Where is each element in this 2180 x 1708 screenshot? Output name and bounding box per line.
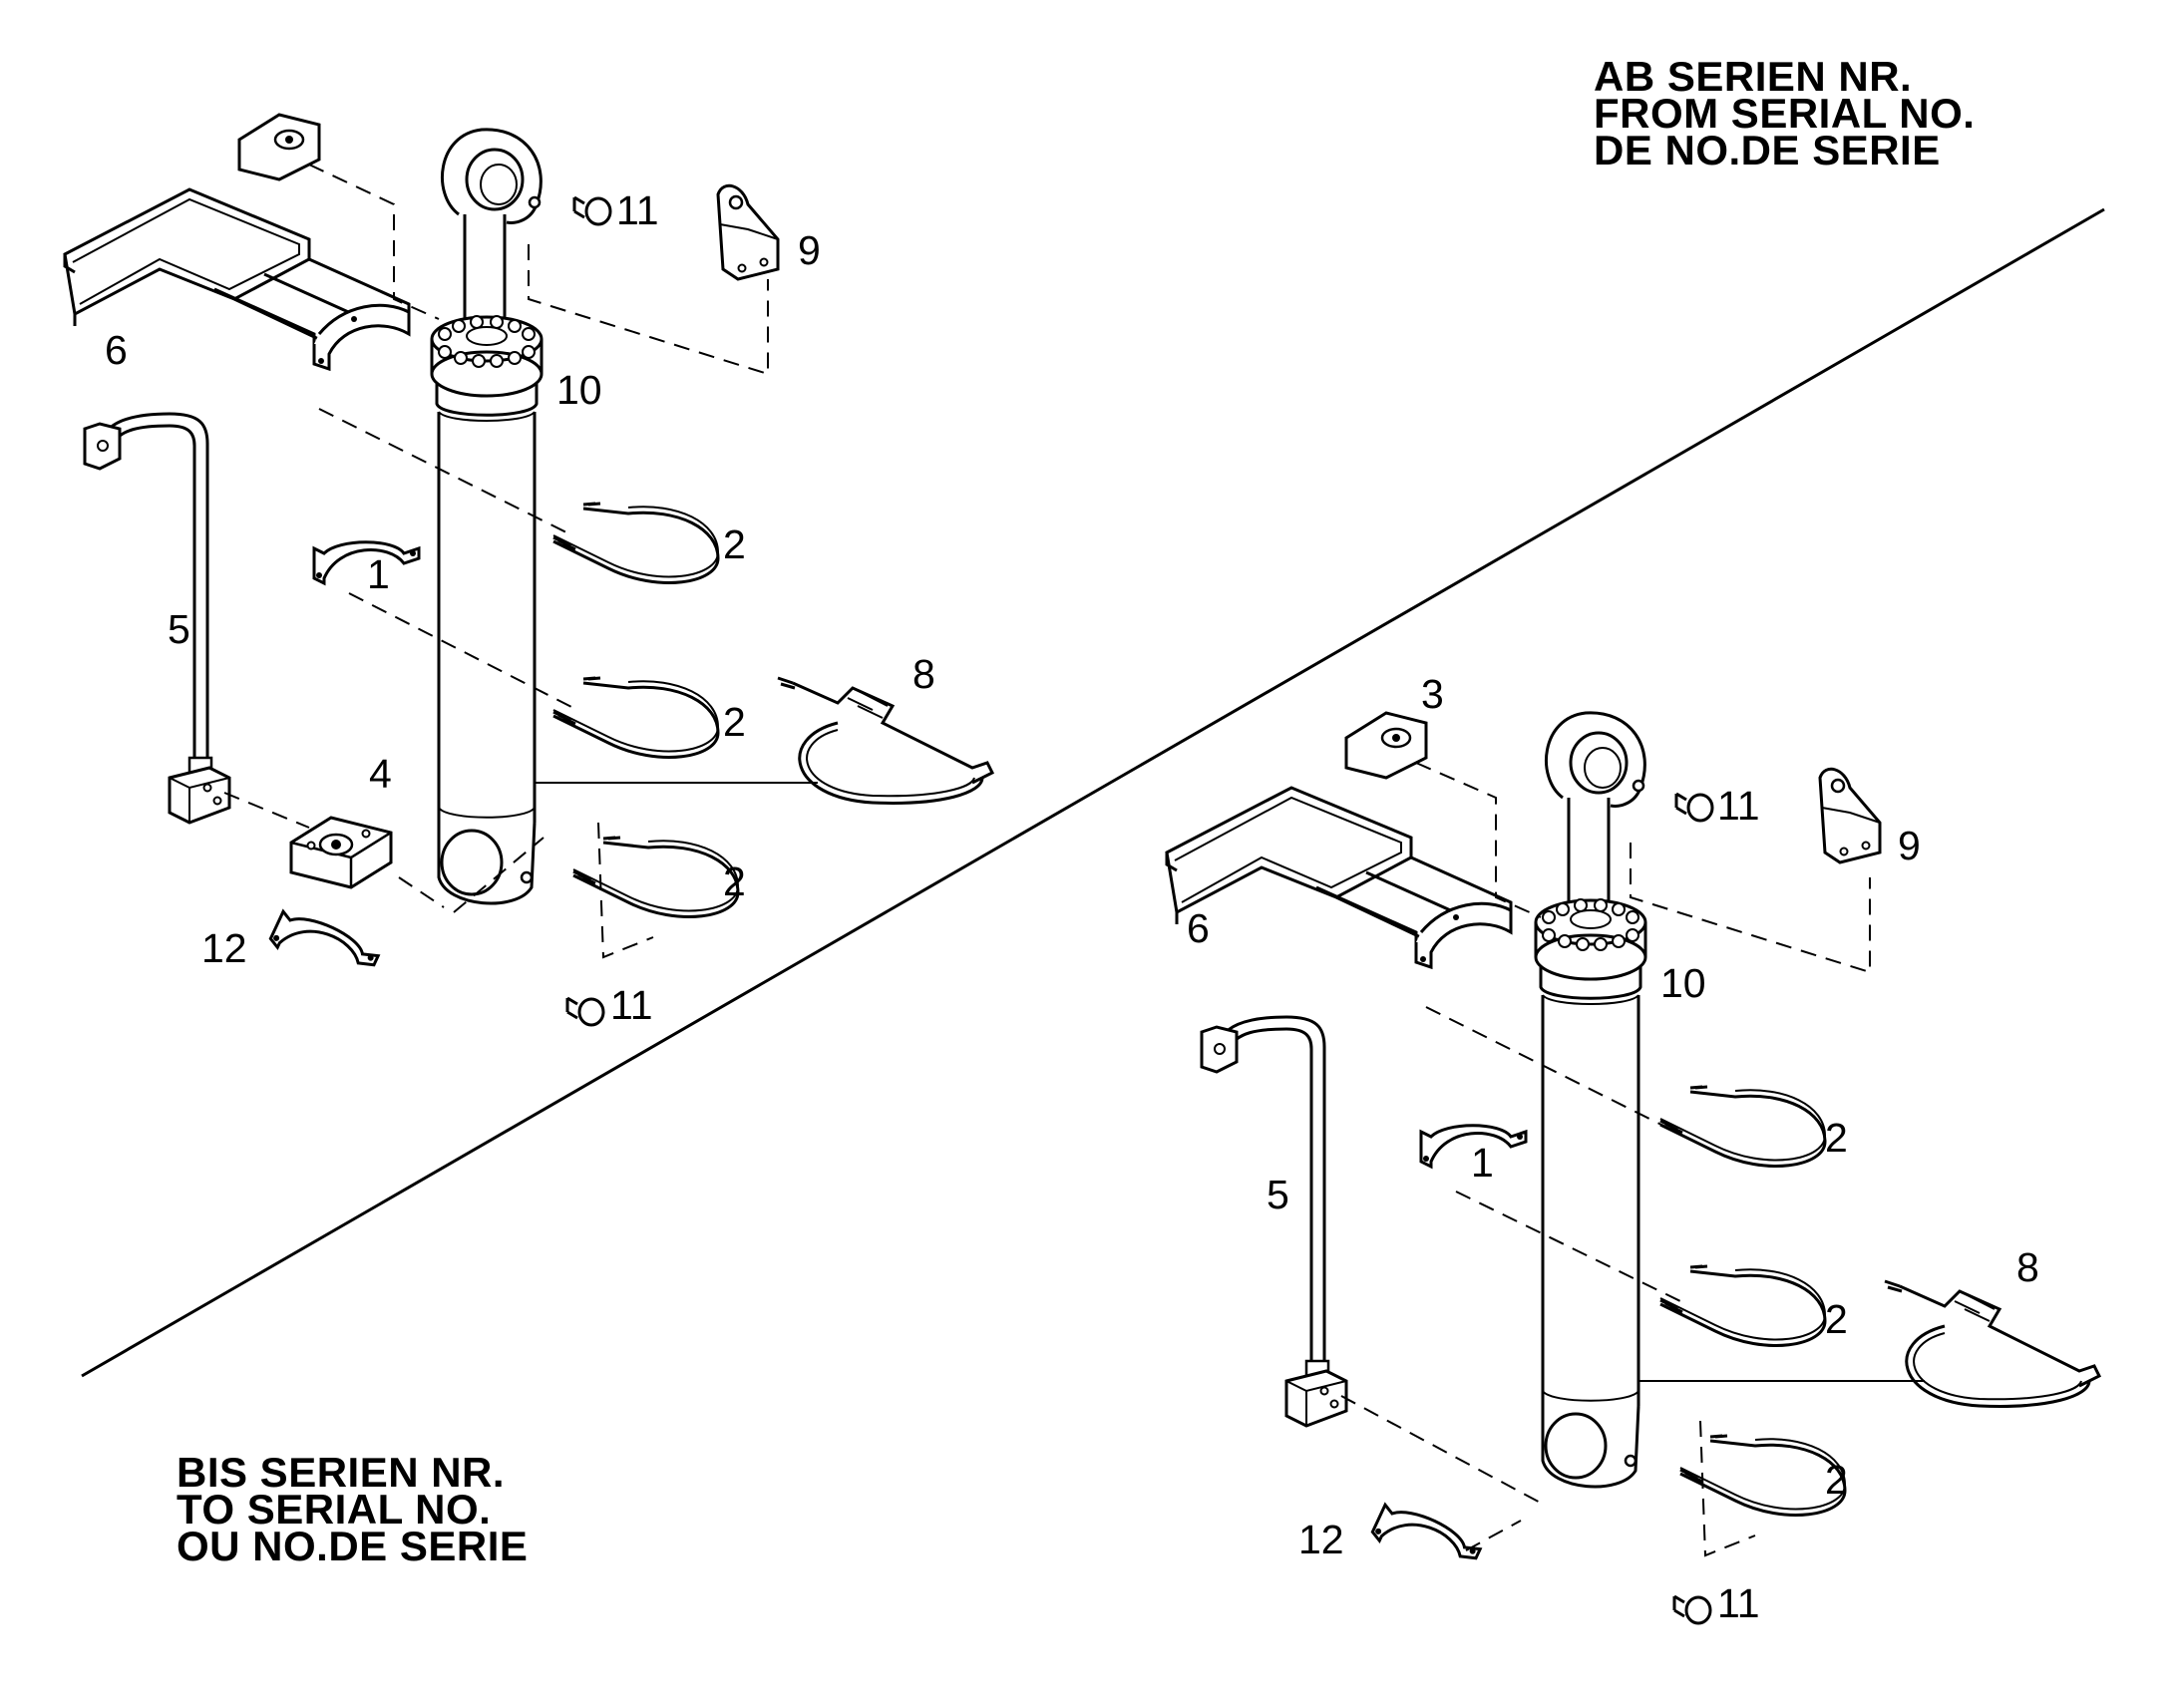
- label-2b-new: 2: [1825, 1296, 1848, 1342]
- frame-new: [1165, 786, 1513, 969]
- cap-top-old: [572, 195, 612, 226]
- ubolt-b-old: [551, 676, 720, 759]
- label-1-old: 1: [367, 551, 390, 597]
- label-11a-old: 11: [616, 187, 659, 233]
- label-9-new: 9: [1898, 823, 1921, 868]
- heading-from-serial-fr: DE NO.DE SERIE: [1594, 127, 1941, 173]
- heading-to-serial-en: TO SERIAL NO.: [177, 1486, 492, 1533]
- label-2b-old: 2: [723, 699, 746, 745]
- label-4-old: 4: [369, 751, 392, 797]
- label-8-old: 8: [912, 651, 935, 697]
- hoseclamp-new: [1883, 1279, 2101, 1408]
- label-2c-new: 2: [1825, 1457, 1848, 1503]
- cap-bottom-new: [1672, 1594, 1712, 1625]
- plate9-old: [716, 183, 780, 281]
- ubolt-a-new: [1658, 1085, 1827, 1168]
- label-2a-new: 2: [1825, 1115, 1848, 1161]
- cap-bottom-old: [565, 996, 605, 1027]
- label-6-old: 6: [105, 327, 128, 373]
- lower-clamp-new: [1368, 1498, 1485, 1582]
- label-5-old: 5: [168, 606, 190, 652]
- hoseclamp-old: [776, 676, 994, 805]
- label-2c-old: 2: [723, 858, 746, 904]
- label-3-new: 3: [1421, 671, 1444, 717]
- heading-from-serial: AB SERIEN NR. FROM SERIAL NO. DE NO.DE S…: [1594, 53, 1976, 173]
- label-11a-new: 11: [1717, 783, 1760, 829]
- label-11b-old: 11: [610, 982, 653, 1028]
- cap-top-new: [1674, 792, 1714, 823]
- label-10-new: 10: [1660, 960, 1706, 1006]
- ubolt-a-old: [551, 502, 720, 584]
- ubolt-b-new: [1658, 1264, 1827, 1347]
- plate9-new: [1818, 767, 1882, 864]
- label-12-new: 12: [1298, 1517, 1344, 1562]
- heading-to-serial-de: BIS SERIEN NR.: [177, 1449, 506, 1496]
- label-11b-new: 11: [1717, 1580, 1760, 1626]
- label-8-new: 8: [2016, 1244, 2039, 1290]
- cylinder-new: [1534, 711, 1647, 1489]
- label-12-old: 12: [201, 925, 247, 971]
- divider-line: [81, 207, 2105, 1378]
- label-10-old: 10: [556, 367, 602, 413]
- label-2a-old: 2: [723, 521, 746, 567]
- assembly-from-serial: 1 2 2 2 3 5 6 8 9 10 11 11 12: [1165, 671, 2101, 1626]
- ubolt-c-new: [1678, 1434, 1847, 1517]
- heading-from-serial-en: FROM SERIAL NO.: [1594, 90, 1976, 137]
- ubolt-c-old: [571, 836, 740, 918]
- pipe-old: [83, 412, 231, 825]
- cylinder-old: [430, 128, 544, 905]
- label-6-new: 6: [1187, 905, 1210, 951]
- lower-clamp-old: [266, 904, 383, 989]
- label-5-new: 5: [1267, 1172, 1289, 1217]
- label-9-old: 9: [798, 227, 821, 273]
- heading-to-serial-fr: OU NO.DE SERIE: [177, 1523, 529, 1569]
- heading-to-serial: BIS SERIEN NR. TO SERIAL NO. OU NO.DE SE…: [177, 1449, 529, 1569]
- block-old: [289, 816, 393, 889]
- label-1-new: 1: [1471, 1140, 1494, 1186]
- assembly-to-serial: 1 2 2 2 4 5 6 8 9 10 11 11 12: [63, 113, 994, 1028]
- pipe-new: [1200, 1015, 1348, 1428]
- heading-from-serial-de: AB SERIEN NR.: [1594, 53, 1913, 100]
